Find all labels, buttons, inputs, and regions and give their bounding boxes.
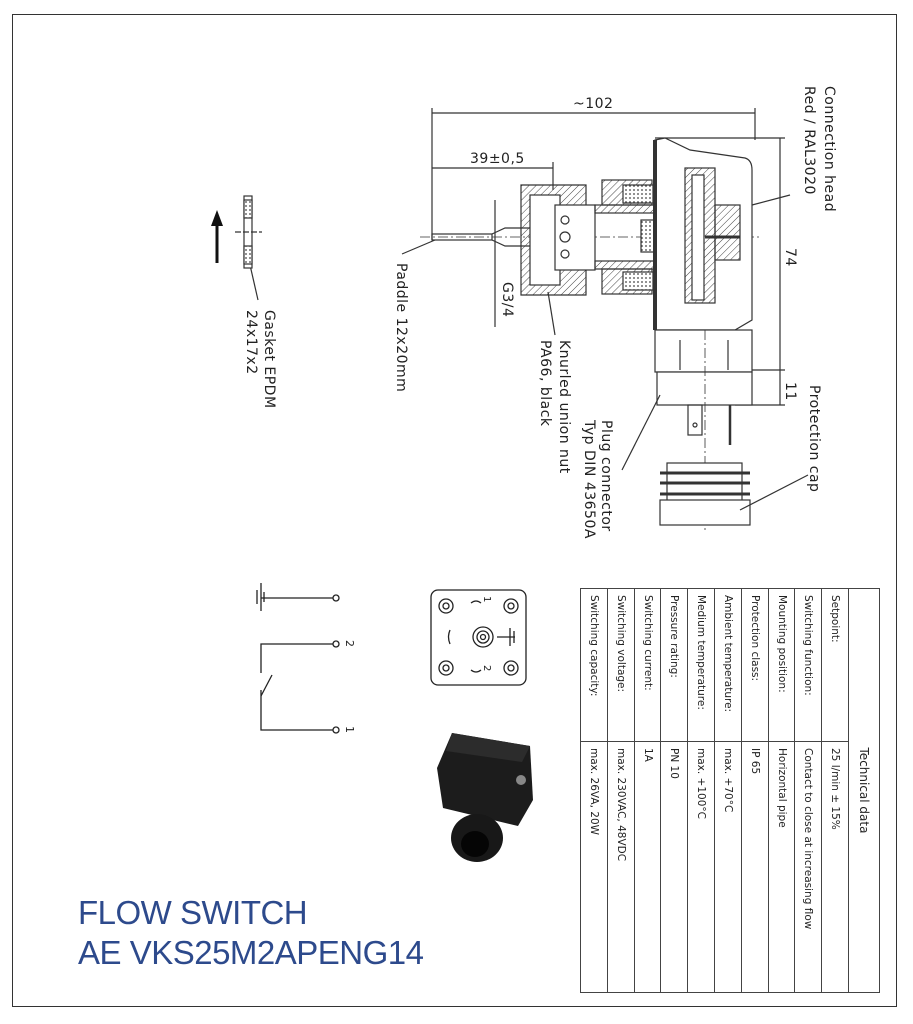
table-row: Mounting position:Horizontal pipe	[768, 588, 795, 993]
row-value: Contact to close at increasing flow	[794, 741, 822, 993]
row-label: Switching current:	[634, 588, 661, 742]
row-value: max. 230VAC, 48VDC	[607, 741, 635, 993]
technical-data-header: Technical data	[848, 588, 880, 993]
connection-head-color: Red / RAL3020	[801, 86, 817, 195]
table-row: Ambient temperature:max. +70°C	[714, 588, 742, 993]
row-label: Medium temperature:	[687, 588, 715, 742]
union-nut-material: PA66, black	[537, 340, 553, 427]
table-row: Protection class:IP 65	[741, 588, 769, 993]
row-label: Mounting position:	[768, 588, 795, 742]
table-row: Switching voltage:max. 230VAC, 48VDC	[607, 588, 635, 993]
connector-pinout	[430, 589, 527, 686]
page-frame	[12, 14, 897, 1007]
row-label: Switching voltage:	[607, 588, 635, 742]
plug-type-label: Typ DIN 43650A	[581, 419, 597, 539]
protection-cap-label: Protection cap	[806, 385, 822, 492]
gasket-size: 24x17x2	[243, 310, 259, 375]
dim-paddle-length: 39±0,5	[470, 151, 525, 167]
union-nut-label: Knurled union nut	[556, 340, 572, 474]
row-label: Ambient temperature:	[714, 588, 742, 742]
row-value: IP 65	[741, 741, 769, 993]
table-row: Setpoint:25 l/min ± 15%	[821, 588, 849, 993]
paddle-label: Paddle 12x20mm	[393, 263, 409, 392]
pin-1-label: 1	[343, 726, 356, 733]
row-value: PN 10	[660, 741, 688, 993]
technical-data-table: Technical data Setpoint:25 l/min ± 15% S…	[580, 588, 880, 993]
table-row: Switching current:1A	[634, 588, 661, 993]
row-value: 25 l/min ± 15%	[821, 741, 849, 993]
plug-connector-label: Plug connector	[598, 420, 614, 532]
row-value: max. +70°C	[714, 741, 742, 993]
connector-pin-2-label: 2	[481, 665, 492, 671]
row-value: 1A	[634, 741, 661, 993]
row-label: Protection class:	[741, 588, 769, 742]
flow-switch-section	[235, 108, 809, 530]
dim-plug: 11	[782, 382, 798, 401]
gasket-label: Gasket EPDM	[261, 310, 277, 409]
table-row: Switching function:Contact to close at i…	[794, 588, 822, 993]
table-row: Medium temperature:max. +100°C	[687, 588, 715, 993]
pin-2-label: 2	[343, 640, 356, 647]
row-label: Setpoint:	[821, 588, 849, 742]
row-value: max. 26VA, 20W	[580, 741, 608, 993]
thread-size: G3/4	[499, 282, 515, 317]
table-row: Pressure rating:PN 10	[660, 588, 688, 993]
row-label: Switching capacity:	[580, 588, 608, 742]
connection-head-label: Connection head	[821, 86, 837, 212]
product-model-number: AE VKS25M2APENG14	[78, 934, 424, 971]
connector-pin-1-label: 1	[481, 596, 492, 602]
row-label: Pressure rating:	[660, 588, 688, 742]
table-row: Switching capacity:max. 26VA, 20W	[580, 588, 608, 993]
row-value: Horizontal pipe	[768, 741, 795, 993]
row-label: Switching function:	[794, 588, 822, 742]
product-title: FLOW SWITCH AE VKS25M2APENG14	[78, 893, 424, 973]
flow-direction-arrow-icon	[211, 210, 223, 263]
row-value: max. +100°C	[687, 741, 715, 993]
plug-connector-photo	[437, 733, 533, 862]
dim-height: 74	[782, 248, 798, 267]
wiring-diagram	[256, 583, 340, 734]
product-title-line1: FLOW SWITCH	[78, 894, 308, 931]
dim-overall-length: ~102	[573, 96, 613, 112]
